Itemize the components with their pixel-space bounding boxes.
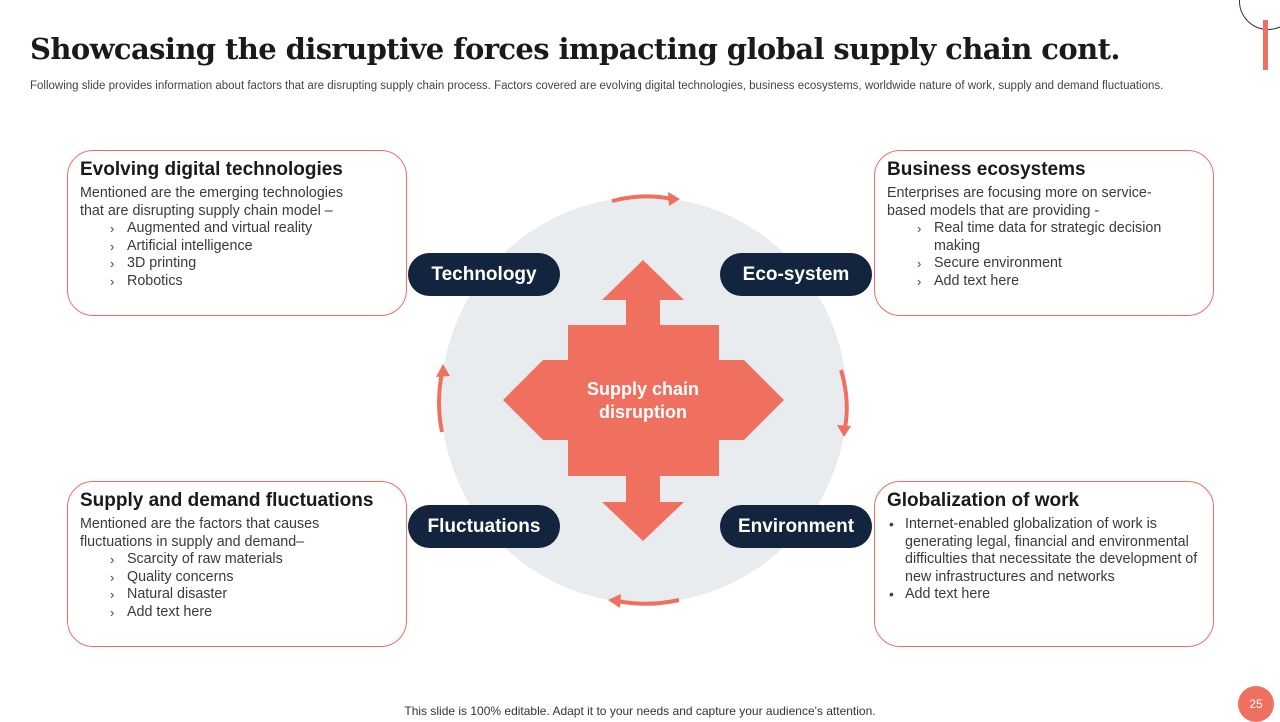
card-title: Globalization of work (887, 490, 1080, 511)
list-item: Artificial intelligence (110, 238, 366, 256)
list-item: Augmented and virtual reality (110, 220, 366, 238)
cycle-arrow-left-head (436, 364, 450, 377)
page-number-badge: 25 (1238, 686, 1274, 722)
cycle-arrow-bottom-head (608, 594, 621, 608)
slide-title: Showcasing the disruptive forces impacti… (30, 32, 1120, 66)
list-item: Add text here (887, 586, 1205, 604)
card-intro: Mentioned are the factors that causes fl… (80, 516, 320, 550)
list-item: Robotics (110, 273, 366, 291)
card-business-ecosystems: Business ecosystems Enterprises are focu… (874, 150, 1214, 316)
card-list: Augmented and virtual reality Artificial… (80, 220, 366, 290)
cycle-arrow-right-head (837, 425, 851, 437)
list-item: Internet-enabled globalization of work i… (887, 516, 1205, 586)
list-item: Real time data for strategic decision ma… (917, 220, 1163, 255)
pill-fluctuations: Fluctuations (408, 505, 560, 548)
card-intro: Enterprises are focusing more on service… (887, 185, 1152, 219)
card-body: Enterprises are focusing more on service… (887, 185, 1163, 290)
pill-technology: Technology (408, 253, 560, 296)
card-globalization: Globalization of work Internet-enabled g… (874, 481, 1214, 647)
card-digital-technologies: Evolving digital technologies Mentioned … (67, 150, 407, 316)
pill-environment: Environment (720, 505, 872, 548)
cycle-arrow-right (839, 369, 849, 429)
cycle-arrow-top (611, 194, 673, 203)
card-list: Scarcity of raw materials Quality concer… (80, 551, 356, 621)
list-item: Natural disaster (110, 586, 356, 604)
slide-subtitle: Following slide provides information abo… (30, 80, 1164, 92)
corner-decoration-bar (1263, 20, 1268, 70)
card-body: Mentioned are the emerging technologies … (80, 185, 366, 290)
list-item: Add text here (110, 604, 356, 622)
list-item: Quality concerns (110, 569, 356, 587)
cycle-arrow-left (437, 372, 444, 433)
card-body: Mentioned are the factors that causes fl… (80, 516, 356, 621)
card-intro: Mentioned are the emerging technologies … (80, 185, 344, 219)
list-item: Scarcity of raw materials (110, 551, 356, 569)
cycle-arrow-bottom (616, 598, 680, 606)
cycle-arrow-top-head (668, 192, 680, 206)
card-list: Real time data for strategic decision ma… (887, 220, 1163, 290)
card-body: Internet-enabled globalization of work i… (887, 516, 1205, 604)
card-supply-demand: Supply and demand fluctuations Mentioned… (67, 481, 407, 647)
center-cross-arrow (503, 260, 784, 541)
center-label: Supply chain disruption (586, 379, 700, 422)
card-list: Internet-enabled globalization of work i… (887, 516, 1205, 604)
card-title: Supply and demand fluctuations (80, 490, 374, 511)
card-title: Business ecosystems (887, 159, 1086, 180)
footer-note: This slide is 100% editable. Adapt it to… (404, 704, 876, 718)
list-item: Secure environment (917, 255, 1163, 273)
card-title: Evolving digital technologies (80, 159, 343, 180)
list-item: Add text here (917, 273, 1163, 291)
pill-ecosystem: Eco-system (720, 253, 872, 296)
list-item: 3D printing (110, 255, 366, 273)
